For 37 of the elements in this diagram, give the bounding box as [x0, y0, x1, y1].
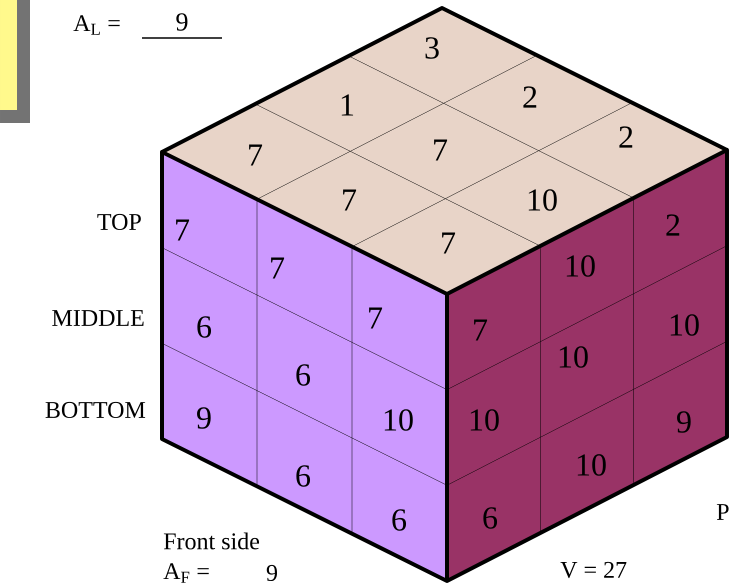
formula-label: A$_{F}$ = — [163, 563, 209, 583]
cube-number: 10 — [670, 314, 699, 336]
answer-value: 9 — [266, 564, 278, 582]
side-label: P — [716, 504, 729, 520]
cube-number: 6 — [296, 465, 310, 487]
cube-number: 9 — [677, 411, 691, 433]
cube-number: 10 — [528, 189, 557, 211]
cube-number: 10 — [560, 346, 588, 368]
cube-number: 6 — [483, 507, 498, 529]
row-label: MIDDLE — [52, 310, 144, 326]
cube-number: 1 — [342, 94, 354, 116]
cube-number: 10 — [566, 255, 595, 277]
cube-number: 6 — [296, 364, 310, 386]
cube-number: 10 — [470, 409, 499, 431]
row-label: BOTTOM — [46, 402, 146, 418]
cube-number: 6 — [197, 316, 212, 338]
side-label: Front side — [164, 532, 260, 550]
cube-number: 10 — [578, 454, 606, 476]
cube-number: 7 — [343, 190, 356, 210]
cube-number: 7 — [434, 140, 448, 160]
cube-number: 9 — [197, 407, 211, 429]
cube-number: 6 — [392, 509, 406, 531]
cube-number: 7 — [249, 144, 262, 166]
cube-number: 7 — [176, 220, 190, 240]
formula-label: A$_{L}$ = — [73, 15, 120, 35]
formula-label: V = 27 — [560, 562, 626, 578]
row-label: TOP — [97, 214, 141, 230]
cube-number: 10 — [384, 409, 413, 431]
cube-number: 7 — [442, 232, 456, 254]
cube-number: 2 — [619, 126, 632, 148]
cube-number: 7 — [271, 258, 284, 278]
cube-number: 2 — [666, 214, 680, 236]
cube-number: 7 — [369, 308, 382, 328]
answer-value: 9 — [176, 13, 188, 31]
cube-number: 3 — [426, 37, 439, 59]
cube-number: 2 — [523, 86, 536, 108]
cube-number: 7 — [474, 320, 488, 340]
